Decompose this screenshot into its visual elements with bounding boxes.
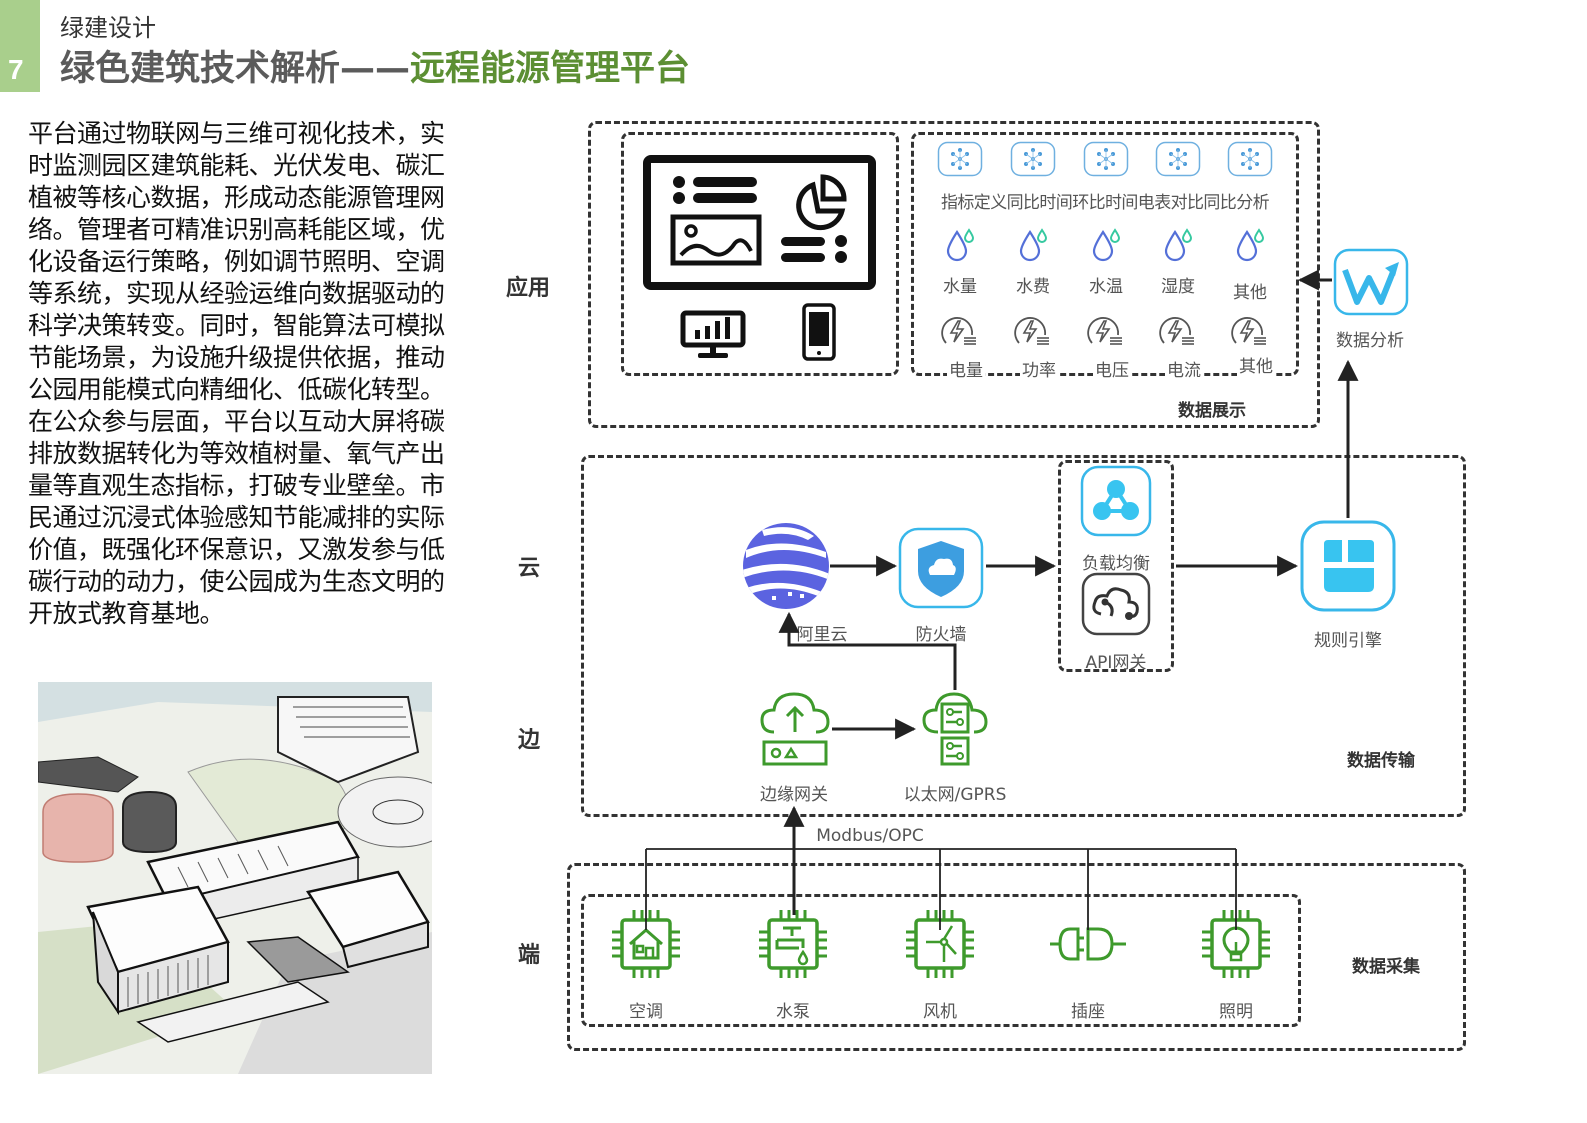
water-metric-label: 湿度 bbox=[1161, 277, 1195, 297]
dashboard-screen-icon bbox=[643, 155, 876, 294]
water-metric-label: 其他 bbox=[1233, 283, 1267, 303]
layer-label-app: 应用 bbox=[506, 276, 551, 301]
device-label: 水泵 bbox=[776, 1002, 810, 1022]
page-number-tab: 7 bbox=[0, 0, 40, 92]
power-metric-label: 电量 bbox=[947, 356, 985, 381]
power-meter-icon bbox=[1084, 313, 1126, 353]
collection-layer-box bbox=[567, 863, 1466, 1051]
water-drop-icon bbox=[1234, 228, 1266, 266]
network-analysis-icon[interactable] bbox=[1155, 141, 1201, 181]
title-main: 绿色建筑技术解析—— bbox=[60, 49, 411, 89]
network-analysis-icon[interactable] bbox=[1083, 141, 1129, 181]
wind-turbine-icon[interactable] bbox=[904, 908, 976, 984]
device-label: 插座 bbox=[1071, 1002, 1105, 1022]
power-metric-label: 电流 bbox=[1165, 356, 1203, 381]
ethernet-gprs-label: 以太网/GPRS bbox=[903, 785, 1007, 805]
power-meter-icon bbox=[938, 313, 980, 353]
section-title-transmission: 数据传输 bbox=[1347, 751, 1415, 771]
power-meter-icon bbox=[1228, 313, 1270, 353]
power-metric-label: 电压 bbox=[1093, 356, 1131, 381]
firewall-label: 防火墙 bbox=[915, 625, 967, 645]
edge-gateway-label: 边缘网关 bbox=[760, 785, 828, 805]
rule-engine-label: 规则引擎 bbox=[1314, 631, 1382, 651]
power-meter-icon bbox=[1011, 313, 1053, 353]
page-number: 7 bbox=[8, 54, 24, 85]
ethernet-gprs-icon[interactable] bbox=[920, 690, 990, 772]
data-analysis-icon[interactable] bbox=[1333, 248, 1409, 320]
water-pump-icon[interactable] bbox=[757, 908, 829, 984]
building-illustration bbox=[38, 682, 432, 1074]
section-title-collection: 数据采集 bbox=[1352, 957, 1420, 977]
house-icon[interactable] bbox=[610, 908, 682, 984]
device-label: 空调 bbox=[629, 1002, 663, 1022]
section-title-display: 数据展示 bbox=[1178, 401, 1246, 421]
api-gateway-icon[interactable] bbox=[1081, 572, 1151, 640]
power-socket-icon[interactable] bbox=[1048, 925, 1128, 967]
device-label: 风机 bbox=[923, 1002, 957, 1022]
rule-engine-icon[interactable] bbox=[1300, 520, 1396, 616]
aliyun-label: 阿里云 bbox=[796, 625, 848, 645]
protocol-label: Modbus/OPC bbox=[816, 826, 924, 846]
light-bulb-icon[interactable] bbox=[1200, 908, 1272, 984]
api-gateway-label: API网关 bbox=[1085, 653, 1147, 673]
layer-label-edge: 边 bbox=[518, 728, 541, 753]
lb-api-box bbox=[1058, 460, 1174, 672]
monitor-chart-icon bbox=[680, 310, 746, 364]
mobile-phone-icon bbox=[802, 303, 836, 365]
aliyun-globe-icon[interactable] bbox=[742, 522, 830, 614]
data-analysis-label: 数据分析 bbox=[1336, 331, 1404, 351]
page-title: 绿色建筑技术解析——远程能源管理平台 bbox=[60, 40, 690, 91]
water-drop-icon bbox=[1090, 228, 1122, 266]
firewall-icon[interactable] bbox=[898, 527, 984, 613]
water-metric-label: 水温 bbox=[1089, 277, 1123, 297]
power-meter-icon bbox=[1156, 313, 1198, 353]
title-accent: 远程能源管理平台 bbox=[410, 49, 691, 89]
edge-gateway-icon[interactable] bbox=[760, 690, 830, 772]
dashboard-devices-box bbox=[621, 132, 899, 376]
load-balance-icon[interactable] bbox=[1080, 465, 1152, 541]
power-metric-label: 其他 bbox=[1237, 352, 1275, 377]
water-drop-icon bbox=[1017, 228, 1049, 266]
water-drop-icon bbox=[1162, 228, 1194, 266]
load-balance-label: 负载均衡 bbox=[1082, 554, 1150, 574]
description-text: 平台通过物联网与三维可视化技术，实时监测园区建筑能耗、光伏发电、碳汇植被等核心数… bbox=[28, 119, 445, 628]
water-metric-label: 水费 bbox=[1016, 277, 1050, 297]
device-label: 照明 bbox=[1219, 1002, 1253, 1022]
layer-label-terminal: 端 bbox=[518, 943, 541, 968]
transmission-layer-box bbox=[581, 455, 1466, 817]
water-drop-icon bbox=[944, 228, 976, 266]
devices-box bbox=[581, 894, 1301, 1027]
power-metric-label: 功率 bbox=[1020, 356, 1058, 381]
network-analysis-icon[interactable] bbox=[1010, 141, 1056, 181]
water-metric-label: 水量 bbox=[943, 277, 977, 297]
network-analysis-icon[interactable] bbox=[937, 141, 983, 181]
layer-label-cloud: 云 bbox=[518, 556, 541, 581]
network-analysis-icon[interactable] bbox=[1227, 141, 1273, 181]
page-subtitle: 绿建设计 bbox=[60, 14, 156, 42]
analysis-labels: 指标定义同比时间环比时间电表对比同比分析 bbox=[941, 193, 1270, 213]
